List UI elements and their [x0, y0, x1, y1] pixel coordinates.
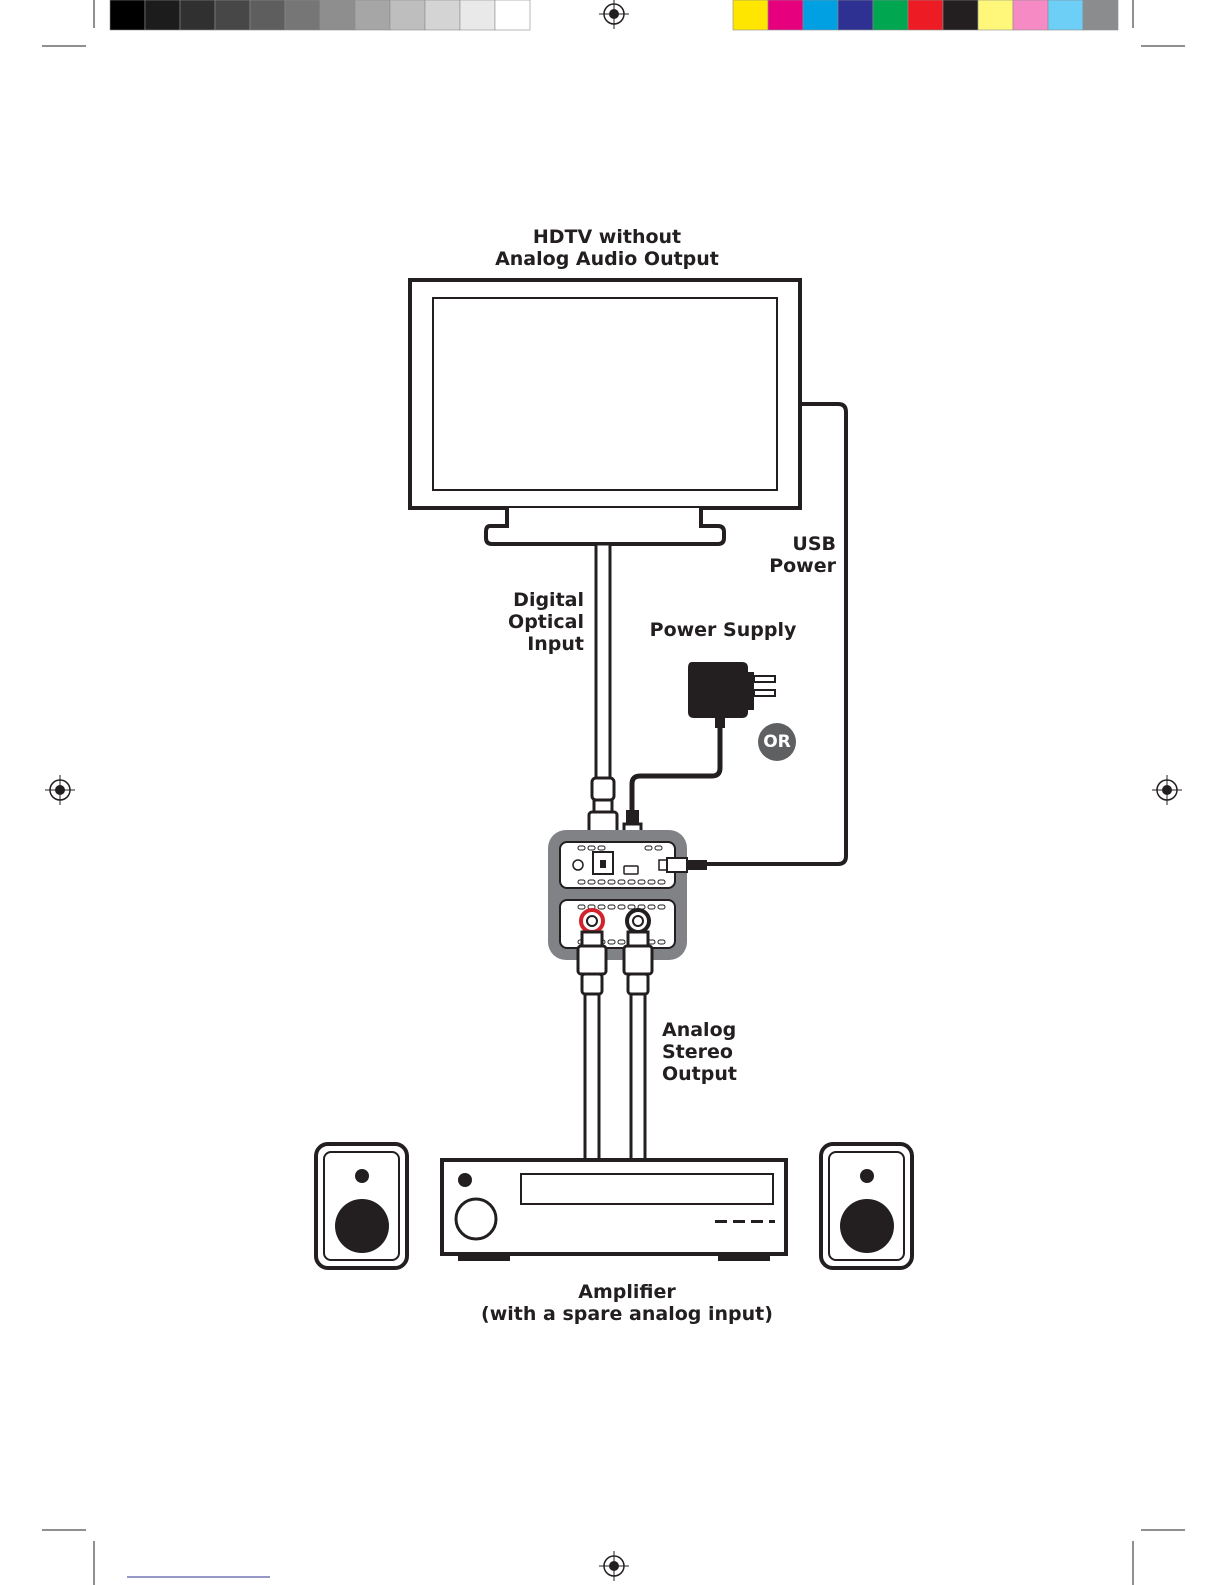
rca-cables	[578, 932, 652, 1160]
gray-swatch	[425, 0, 460, 30]
color-swatch	[873, 0, 908, 30]
vent-dot	[598, 846, 605, 850]
analog-output-label: Analog Stereo Output	[662, 1019, 782, 1085]
analog-label-line-1: Analog	[662, 1019, 782, 1041]
hdtv-icon	[410, 280, 800, 544]
analog-label-line-3: Output	[662, 1063, 782, 1085]
usb-label-line-2: Power	[740, 555, 836, 577]
gray-swatch	[460, 0, 495, 30]
vent-dot	[648, 880, 655, 884]
optical-label-line-2: Optical	[470, 611, 584, 633]
usb-label-line-1: USB	[740, 533, 836, 555]
vent-dot	[618, 940, 625, 944]
vent-dot	[628, 880, 635, 884]
vent-dot	[618, 880, 625, 884]
optical-label-line-1: Digital	[470, 589, 584, 611]
vent-dot	[578, 846, 585, 850]
vent-dot	[608, 940, 615, 944]
vent-dot	[658, 880, 665, 884]
amplifier-icon	[442, 1160, 786, 1261]
tv-label-line-1: HDTV without	[487, 226, 727, 248]
vent-dot	[588, 846, 595, 850]
amplifier-label-line-2: (with a spare analog input)	[462, 1303, 792, 1325]
color-swatch	[838, 0, 873, 30]
or-badge: OR	[758, 723, 796, 761]
gray-swatch	[285, 0, 320, 30]
gray-swatch	[145, 0, 180, 30]
vent-dot	[598, 880, 605, 884]
color-swatch	[908, 0, 943, 30]
vent-dot	[648, 905, 655, 909]
gray-swatch	[250, 0, 285, 30]
vent-dot	[608, 880, 615, 884]
power-adapter-icon	[624, 662, 775, 854]
color-swatch	[803, 0, 838, 30]
color-swatch	[733, 0, 768, 30]
color-swatch	[768, 0, 803, 30]
vent-dot	[658, 905, 665, 909]
gray-swatch	[390, 0, 425, 30]
color-swatch	[1048, 0, 1083, 30]
amplifier-label: Amplifier (with a spare analog input)	[462, 1281, 792, 1325]
optical-label-line-3: Input	[470, 633, 584, 655]
color-swatch	[978, 0, 1013, 30]
tv-label-line-2: Analog Audio Output	[487, 248, 727, 270]
gray-swatch	[110, 0, 145, 30]
vent-dot	[588, 880, 595, 884]
right-speaker-icon	[821, 1144, 912, 1268]
gray-swatch	[495, 0, 530, 30]
vent-dot	[655, 846, 662, 850]
optical-cable	[589, 544, 617, 848]
power-supply-label: Power Supply	[648, 619, 798, 641]
gray-swatch	[215, 0, 250, 30]
vent-dot	[638, 880, 645, 884]
left-speaker-icon	[316, 1144, 407, 1268]
gray-swatch	[355, 0, 390, 30]
vent-dot	[598, 905, 605, 909]
vent-dot	[658, 940, 665, 944]
color-swatch	[1013, 0, 1048, 30]
vent-dot	[578, 880, 585, 884]
vent-dot	[645, 846, 652, 850]
analog-label-line-2: Stereo	[662, 1041, 782, 1063]
color-swatch	[943, 0, 978, 30]
vent-dot	[618, 905, 625, 909]
vent-dot	[628, 905, 635, 909]
optical-input-label: Digital Optical Input	[470, 589, 584, 655]
color-swatch	[1083, 0, 1118, 30]
gray-swatch	[180, 0, 215, 30]
usb-power-label: USB Power	[740, 533, 836, 577]
vent-dot	[578, 905, 585, 909]
vent-dot	[608, 905, 615, 909]
tv-label: HDTV without Analog Audio Output	[487, 226, 727, 270]
gray-swatch	[320, 0, 355, 30]
amplifier-label-line-1: Amplifier	[462, 1281, 792, 1303]
